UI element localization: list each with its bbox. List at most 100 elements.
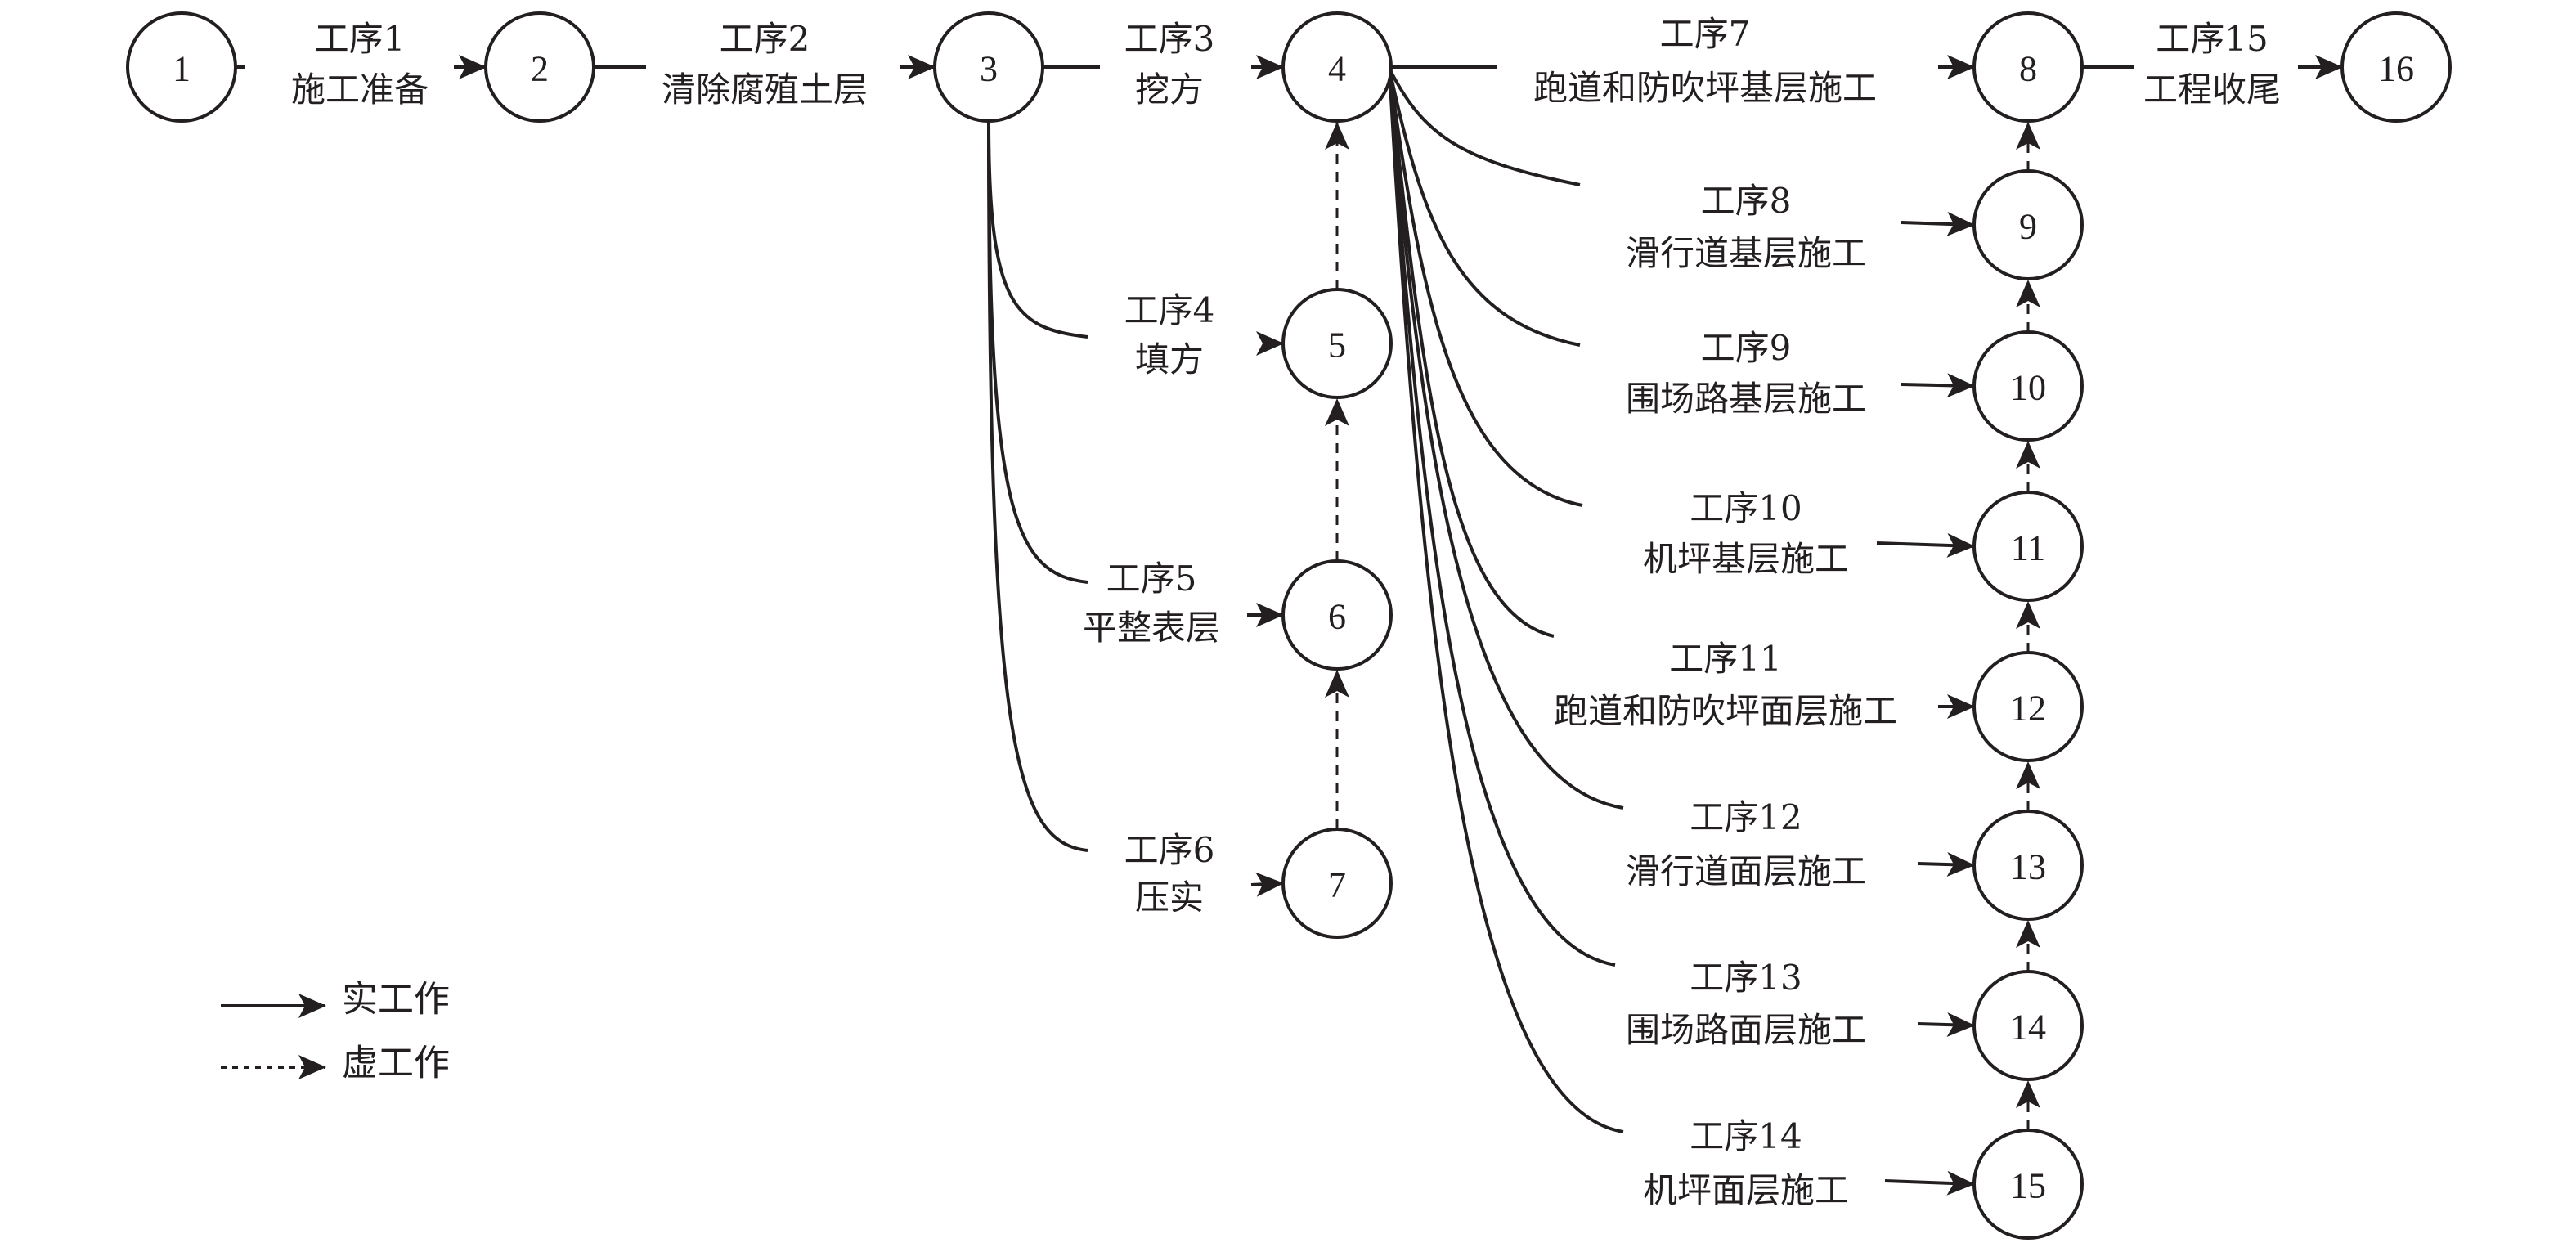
edge-4-13: [1388, 68, 1975, 877]
arrow-head: [1884, 1170, 1975, 1196]
edge-label-task: 填方: [1135, 339, 1204, 379]
edge-label-step: 工序9: [1701, 328, 1792, 368]
node-number: 14: [2010, 1007, 2046, 1048]
legend-dummy-label: 虚工作: [342, 1043, 450, 1084]
node-15: 15: [1972, 1129, 2084, 1240]
node-12: 12: [1972, 651, 2084, 762]
node-number: 5: [1328, 325, 1346, 366]
edge-4-10: [1388, 68, 1975, 398]
node-circle: [1281, 288, 1393, 399]
edge-label-step: 工序12: [1690, 797, 1802, 837]
labels-layer: 工序1施工准备工序2清除腐殖土层工序3挖方工序4填方工序5平整表层工序6压实工序…: [291, 14, 2281, 1210]
node-11: 11: [1972, 491, 2084, 602]
edge-label-task: 围场路基层施工: [1626, 379, 1866, 419]
edge-label-step: 工序15: [2156, 19, 2268, 59]
node-circle: [1972, 330, 2084, 442]
node-1: 1: [126, 11, 237, 123]
node-6: 6: [1281, 559, 1393, 671]
node-number: 10: [2010, 368, 2046, 408]
node-circle: [1281, 828, 1393, 939]
edge-label-task: 压实: [1135, 877, 1204, 918]
edge-curve: [1388, 68, 1624, 1133]
node-number: 2: [531, 49, 549, 89]
edge-label-step: 工序13: [1690, 958, 1802, 998]
edge-label-step: 工序10: [1690, 488, 1802, 528]
node-circle: [1972, 11, 2084, 123]
edge-label-task: 跑道和防吹坪基层施工: [1533, 68, 1877, 108]
node-10: 10: [1972, 330, 2084, 442]
node-circle: [1972, 970, 2084, 1081]
node-circle: [1972, 1129, 2084, 1240]
edge-label-task: 施工准备: [291, 70, 429, 110]
edge-4-9: [1388, 68, 1975, 236]
edge-curve: [1388, 68, 1555, 638]
edge-label-task: 滑行道面层施工: [1626, 851, 1866, 891]
edge-curve: [1388, 68, 1624, 810]
legend-item-dummy: 虚工作: [221, 1043, 450, 1084]
edge-label-step: 工序1: [315, 19, 406, 59]
edge-label-task: 机坪基层施工: [1643, 539, 1849, 579]
edge-curve: [987, 120, 1088, 339]
node-circle: [2340, 11, 2452, 123]
arrow-head: [1901, 211, 1975, 236]
node-9: 9: [1972, 169, 2084, 280]
node-circle: [1281, 11, 1393, 123]
node-number: 1: [173, 49, 191, 89]
legend: 实工作 虚工作: [221, 979, 450, 1084]
node-5: 5: [1281, 288, 1393, 399]
edge-label-task: 滑行道基层施工: [1626, 233, 1866, 273]
edge-label-task: 围场路面层施工: [1626, 1010, 1866, 1050]
node-number: 11: [2011, 528, 2045, 568]
node-circle: [1972, 810, 2084, 921]
edges-layer: [236, 55, 2343, 1196]
node-number: 6: [1328, 597, 1346, 637]
edge-label-step: 工序14: [1690, 1116, 1802, 1156]
edge-label-task: 机坪面层施工: [1643, 1170, 1849, 1210]
node-number: 16: [2378, 49, 2414, 89]
edge-label-step: 工序8: [1701, 181, 1792, 221]
edge-4-12: [1388, 68, 1975, 719]
node-number: 3: [980, 49, 998, 89]
legend-item-real: 实工作: [221, 979, 450, 1021]
edge-label-task: 跑道和防吹坪面层施工: [1554, 691, 1897, 731]
edge-curve: [1388, 68, 1616, 967]
edge-label-task: 工程收尾: [2143, 70, 2281, 110]
node-3: 3: [933, 11, 1044, 123]
node-7: 7: [1281, 828, 1393, 939]
node-circle: [126, 11, 237, 123]
edge-4-11: [1388, 68, 1975, 558]
node-number: 7: [1328, 865, 1346, 905]
edge-label-task: 平整表层: [1083, 608, 1220, 648]
edge-4-15: [1388, 68, 1975, 1196]
node-number: 9: [2019, 207, 2037, 247]
node-number: 12: [2010, 689, 2046, 729]
edge-curve: [987, 120, 1088, 584]
node-8: 8: [1972, 11, 2084, 123]
edge-label-step: 工序5: [1106, 559, 1197, 599]
arrow-head: [1917, 1012, 1975, 1038]
edge-label-step: 工序7: [1660, 14, 1751, 54]
node-2: 2: [484, 11, 595, 123]
edge-label-step: 工序4: [1124, 290, 1215, 330]
node-circle: [484, 11, 595, 123]
node-circle: [1972, 491, 2084, 602]
node-number: 13: [2010, 847, 2046, 887]
node-14: 14: [1972, 970, 2084, 1081]
edge-label-step: 工序2: [720, 19, 810, 59]
arrow-head: [1917, 852, 1975, 877]
edge-3-7: [987, 120, 1284, 897]
legend-real-label: 实工作: [342, 979, 450, 1021]
arrow-head: [1876, 532, 1975, 558]
edge-curve: [1388, 68, 1581, 186]
node-circle: [933, 11, 1044, 123]
edge-label-task: 清除腐殖土层: [662, 70, 868, 110]
edge-label-task: 挖方: [1135, 70, 1204, 110]
node-13: 13: [1972, 810, 2084, 921]
node-circle: [1281, 559, 1393, 671]
arrow-head: [1901, 373, 1975, 398]
edge-curve: [1388, 68, 1583, 507]
edge-4-14: [1388, 68, 1975, 1038]
edge-label-step: 工序3: [1124, 19, 1215, 59]
node-circle: [1972, 651, 2084, 762]
